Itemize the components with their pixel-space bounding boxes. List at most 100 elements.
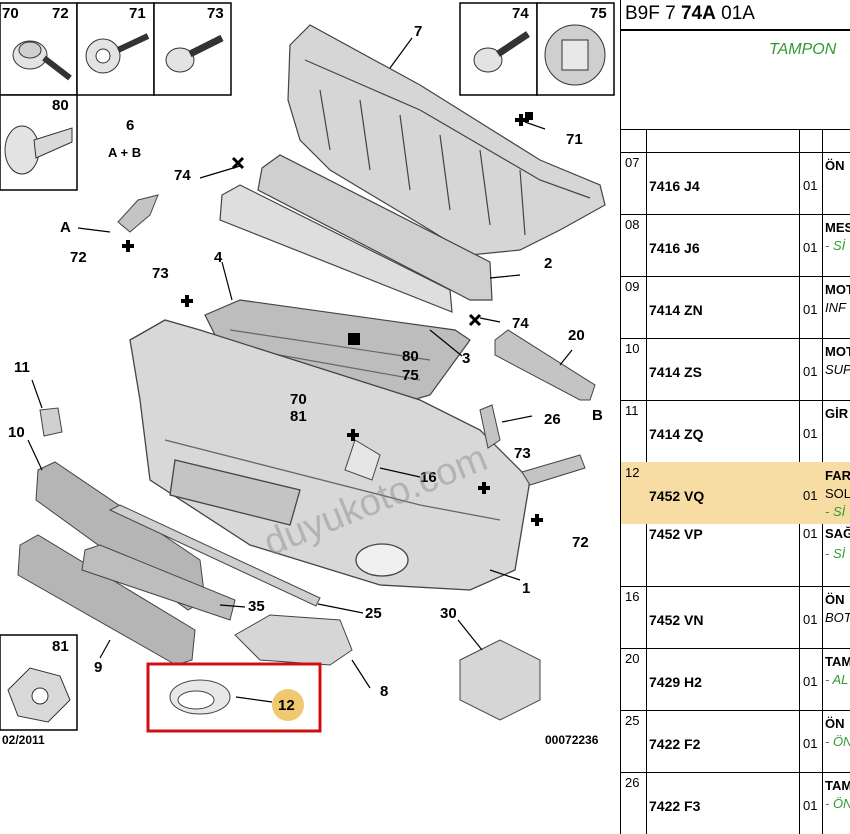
quantity: 01 bbox=[803, 798, 818, 813]
description-line-2: BOT bbox=[825, 610, 850, 625]
part-number: 7429 H2 bbox=[649, 674, 702, 690]
exploded-parts-diagram: 70 72 71 73 80 74 75 81 bbox=[0, 2, 615, 747]
quantity: 01 bbox=[803, 674, 818, 689]
part-clip-kit-30 bbox=[459, 639, 541, 721]
quantity: 01 bbox=[803, 426, 818, 441]
callout-73-a: 73 bbox=[152, 265, 169, 282]
row-index: 20 bbox=[625, 651, 640, 666]
description-line-2: SOL bbox=[825, 486, 850, 501]
title-box: TAMPON bbox=[621, 31, 850, 130]
row-index: 09 bbox=[625, 279, 640, 294]
part-number: 7422 F2 bbox=[649, 736, 701, 752]
part-number: 7414 ZQ bbox=[649, 426, 704, 442]
label-72: 72 bbox=[52, 5, 69, 22]
label-71: 71 bbox=[129, 5, 146, 22]
quantity: 01 bbox=[803, 178, 818, 193]
row-highlight bbox=[621, 462, 850, 524]
label-73: 73 bbox=[207, 5, 224, 22]
callout-7: 7 bbox=[414, 23, 422, 40]
callout-10: 10 bbox=[8, 424, 25, 441]
callout-71: 71 bbox=[566, 131, 583, 148]
description-line-1: ÖN bbox=[825, 592, 845, 607]
parts-row[interactable]: 20 7429 H2 01 TAM - AL bbox=[621, 648, 850, 711]
quantity: 01 bbox=[803, 612, 818, 627]
part-number: 7422 F3 bbox=[649, 798, 701, 814]
callout-6-sub: A + B bbox=[108, 145, 141, 160]
fastener-box-81: 81 bbox=[0, 634, 78, 731]
label-74: 74 bbox=[512, 5, 529, 22]
quantity-2: 01 bbox=[803, 526, 818, 541]
row-index: 25 bbox=[625, 713, 640, 728]
callout-73-b: 73 bbox=[514, 445, 531, 462]
row-index: 10 bbox=[625, 341, 640, 356]
quantity: 01 bbox=[803, 240, 818, 255]
callout-3: 3 bbox=[462, 350, 470, 367]
fastener-box-71: 71 bbox=[76, 2, 155, 96]
row-index: 11 bbox=[625, 403, 639, 418]
fastener-box-73: 73 bbox=[153, 2, 232, 96]
row-index: 08 bbox=[625, 217, 640, 232]
parts-row[interactable]: 08 7416 J6 01 MES - Sİ bbox=[621, 214, 850, 277]
ref-code: 00072236 bbox=[545, 733, 599, 747]
part-bumper-cover bbox=[129, 319, 531, 591]
callout-35: 35 bbox=[248, 598, 265, 615]
description-line-1: ÖN bbox=[825, 158, 845, 173]
description-line-1: FAR bbox=[825, 468, 850, 483]
callout-30: 30 bbox=[440, 605, 457, 622]
fastener-markers bbox=[122, 112, 543, 526]
description-line-1: TAM bbox=[825, 654, 850, 669]
callout-74-a: 74 bbox=[174, 167, 191, 184]
part-number: 7452 VN bbox=[649, 612, 704, 628]
description-line-1: MES bbox=[825, 220, 850, 235]
part-impact-beam bbox=[219, 154, 493, 313]
part-number: 7452 VQ bbox=[649, 488, 705, 504]
quantity: 01 bbox=[803, 736, 818, 751]
callout-4: 4 bbox=[214, 249, 223, 266]
part-bracket-26 bbox=[479, 404, 501, 449]
fastener-box-74: 74 bbox=[459, 2, 538, 96]
label-80: 80 bbox=[52, 97, 69, 114]
header-bold: 74A bbox=[680, 3, 716, 24]
part-grille-9 bbox=[17, 534, 196, 666]
row-index: 07 bbox=[625, 155, 640, 170]
description-line-2: - AL bbox=[825, 672, 849, 687]
label-70: 70 bbox=[2, 5, 19, 22]
row-index: 12 bbox=[625, 465, 640, 480]
callout-72-a: 72 bbox=[70, 249, 87, 266]
description-2-line-1: SAĞ bbox=[825, 526, 850, 541]
callout-80: 80 bbox=[402, 348, 419, 365]
description-2-line-2: - Sİ bbox=[825, 546, 846, 561]
callout-20: 20 bbox=[568, 327, 585, 344]
part-bezel-8 bbox=[234, 614, 353, 666]
callout-70: 70 bbox=[290, 391, 307, 408]
description-line-1: ÖN bbox=[825, 716, 845, 731]
header-suffix: 01A bbox=[721, 3, 755, 24]
part-bracket-b bbox=[521, 454, 586, 486]
callout-1: 1 bbox=[522, 580, 530, 597]
part-upper-frame bbox=[287, 24, 606, 256]
callout-b: B bbox=[592, 407, 603, 424]
part-number: 7416 J6 bbox=[649, 240, 700, 256]
callout-26: 26 bbox=[544, 411, 561, 428]
fastener-box-80: 80 bbox=[0, 94, 78, 191]
part-number: 7414 ZS bbox=[649, 364, 702, 380]
description-line-2: - ÖN bbox=[825, 796, 850, 811]
part-fog-cover bbox=[344, 439, 381, 481]
description-line-2: INF bbox=[825, 300, 846, 315]
label-81: 81 bbox=[52, 638, 69, 655]
part-grille-35 bbox=[81, 544, 236, 621]
sheet-header: B9F 7 74A 01A bbox=[621, 0, 850, 28]
description-line-3: - Sİ bbox=[825, 504, 846, 519]
section-title: TAMPON bbox=[769, 41, 837, 58]
part-12-highlight bbox=[146, 662, 322, 733]
row-index: 26 bbox=[625, 775, 640, 790]
description-line-2: - Sİ bbox=[825, 238, 846, 253]
